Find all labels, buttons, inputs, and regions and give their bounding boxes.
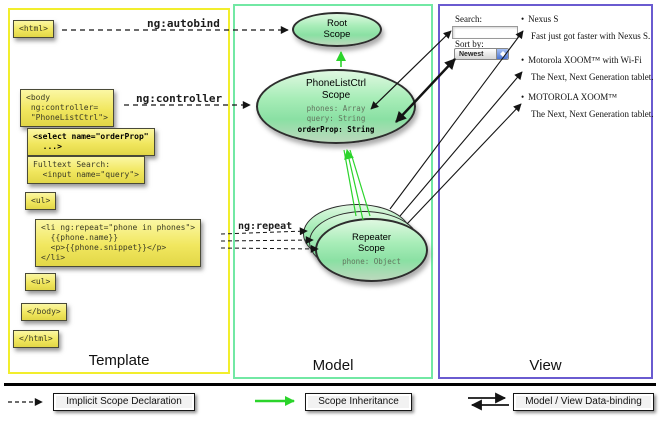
code-box-ul-close: <ul> — [25, 273, 57, 291]
phonelistctrl-scope-props: phones: Array query: String orderProp: S… — [298, 104, 375, 134]
phone-list-item: •Motorola XOOM™ with Wi-Fi The Next, Nex… — [521, 55, 654, 82]
legend-scope-inheritance: Scope Inheritance — [305, 393, 412, 411]
repeater-scope-ellipse: Repeater Scope phone: Object — [315, 218, 428, 282]
phone-snippet: The Next, Next Generation tablet. — [531, 72, 654, 82]
repeater-scope-prop: phone: Object — [342, 256, 401, 266]
prop-query: query: String — [306, 114, 366, 124]
ng-autobind-label: ng:autobind — [147, 17, 220, 30]
root-scope-ellipse: Root Scope — [292, 12, 382, 47]
code-box-body-close: </body> — [21, 303, 67, 321]
ng-repeat-label: ng:repeat — [238, 221, 293, 232]
sort-dropdown-value: Newest — [459, 51, 484, 58]
ng-controller-label: ng:controller — [136, 92, 223, 105]
prop-phones: phones: Array — [306, 104, 366, 114]
phone-title: Nexus S — [528, 14, 559, 24]
phone-snippet: The Next, Next Generation tablet. — [531, 109, 654, 119]
model-column-label: Model — [312, 357, 354, 374]
legend-data-binding: Model / View Data-binding — [513, 393, 654, 411]
bullet-icon: • — [521, 55, 525, 65]
root-scope-title: Root Scope — [323, 17, 351, 40]
search-label: Search: — [455, 14, 482, 24]
sort-dropdown[interactable]: Newest — [454, 48, 509, 60]
down-arrow-icon — [499, 54, 506, 57]
code-box-body-open: <body ng:controller= "PhoneListCtrl"> — [20, 89, 114, 127]
legend-implicit-scope: Implicit Scope Declaration — [53, 393, 195, 411]
code-box-html-open: <html> — [13, 20, 54, 38]
phone-snippet: Fast just got faster with Nexus S. — [531, 31, 651, 41]
search-input[interactable] — [452, 26, 518, 39]
template-column-label: Template — [88, 352, 150, 369]
phonelistctrl-scope-ellipse: PhoneListCtrl Scope phones: Array query:… — [256, 69, 416, 144]
phonelistctrl-scope-title: PhoneListCtrl Scope — [305, 78, 367, 101]
repeater-scope-title: Repeater Scope — [351, 232, 392, 254]
code-box-ul-open: <ul> — [25, 192, 57, 210]
code-box-html-close: </html> — [13, 330, 59, 348]
phone-list-item: •MOTOROLA XOOM™ The Next, Next Generatio… — [521, 92, 654, 119]
legend-divider — [4, 383, 656, 386]
phone-title: MOTOROLA XOOM™ — [528, 92, 618, 102]
phone-list-item: •Nexus S Fast just got faster with Nexus… — [521, 14, 651, 41]
phone-title: Motorola XOOM™ with Wi-Fi — [528, 55, 642, 65]
dropdown-stepper-icon — [496, 49, 508, 59]
model-column: Model — [233, 4, 433, 379]
bullet-icon: • — [521, 14, 525, 24]
code-box-fulltext-search: Fulltext Search: <input name="query"> — [27, 156, 145, 184]
code-box-li-repeat: <li ng:repeat="phone in phones"> {{phone… — [35, 219, 202, 267]
code-box-select: <select name="orderProp" ...> — [27, 128, 155, 156]
bullet-icon: • — [521, 92, 525, 102]
view-column-label: View — [529, 357, 562, 374]
prop-orderprop: orderProp: String — [297, 124, 375, 134]
